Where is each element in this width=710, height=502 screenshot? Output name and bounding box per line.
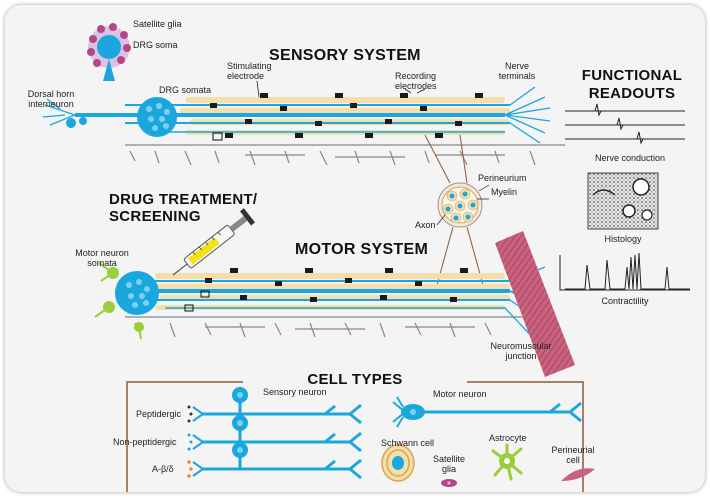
nerve-cross-section [437,182,483,228]
label-non-peptidergic: Non-peptidergic [113,437,177,447]
drug-treatment-line1: DRUG TREATMENT/ [109,191,258,208]
drug-treatment-line2: SCREENING [109,208,201,225]
sensory-substrate [125,144,565,166]
label-myelin: Myelin [491,187,518,197]
label-motor-neuron-line1: Motor neuron [75,248,129,258]
label-a-beta-delta: A-β/δ [152,464,174,474]
satellite-glia-icon [441,479,457,487]
label-nerve-conduction: Nerve conduction [594,153,666,163]
label-contractility: Contractility [601,296,649,306]
sensory-system-title: SENSORY SYSTEM [269,47,421,64]
label-stimulating-electrode: Stimulating electrode [227,61,272,81]
label-satellite-glia-line1: Satellite [432,454,466,464]
label-dorsal-horn-line1: Dorsal horn [27,89,75,99]
label-motor-neuron-line2: somata [87,258,117,268]
label-recording-line1: Recording [395,71,437,81]
label-satellite-glia-line2: glia [441,464,456,474]
label-stimulating-line1: Stimulating [227,61,272,71]
label-nerve-terminals-line1: Nerve [504,61,529,71]
label-nmj-line2: junction [505,351,537,361]
label-stimulating-line2: electrode [227,71,265,81]
nerve-conduction-trace [565,103,685,145]
schwann-cell-icon [381,444,415,482]
figure-frame: SENSORY SYSTEM MOTOR SYSTEM FUNCTIONAL R… [5,5,705,492]
functional-readouts-line2: READOUTS [588,85,676,102]
label-satellite-glia: Satellite glia [133,19,182,29]
label-perineurial-cell: Perineurial cell [545,445,601,465]
drg-soma-inset [87,23,131,81]
syringe [172,208,255,276]
motor-neuron-somata [93,261,159,340]
label-peptidergic: Peptidergic [136,409,182,419]
label-drg-somata: DRG somata [159,85,212,95]
label-schwann-cell: Schwann cell [381,438,435,448]
histology-image [587,172,659,230]
contractility-trace [559,252,690,291]
functional-readouts-line1: FUNCTIONAL [581,67,683,84]
astrocyte-icon [491,443,523,481]
label-motor-neuron: Motor neuron [433,389,487,399]
label-satellite-glia-cell: Satellite glia [429,454,469,474]
stimulating-electrode-pointer [256,80,260,98]
label-dorsal-horn-interneuron: Dorsal horn interneuron [19,89,83,109]
cell-types-box [126,381,584,492]
label-perineurial-line2: cell [566,455,580,465]
label-perineurial-line1: Perineurial [551,445,595,455]
functional-readouts-title: FUNCTIONAL READOUTS [572,67,692,103]
drg-somata-cluster [137,97,177,137]
label-dorsal-horn-line2: interneuron [28,99,74,109]
label-drg-soma: DRG soma [133,40,178,50]
sensory-neuron-icons [187,387,362,480]
muscle-fiber [495,231,575,377]
label-astrocyte: Astrocyte [489,433,527,443]
cell-types-title: CELL TYPES [307,371,403,388]
label-nerve-terminals-line2: terminals [498,71,536,81]
recording-electrode-pointer [404,88,426,94]
illustration [42,23,690,492]
label-axon: Axon [415,220,436,230]
motor-nerve-bundle [145,266,556,341]
motor-neuron-icon [392,396,582,428]
motor-substrate [125,316,545,338]
cross-section-pointers [436,184,490,226]
perineurial-cell-icon [561,468,595,481]
label-recording-electrodes: Recording electrodes [395,71,437,91]
drug-treatment-title: DRUG TREATMENT/ SCREENING [109,191,257,225]
dorsal-horn-interneuron-cells [66,117,87,128]
label-nerve-terminals: Nerve terminals [492,61,542,81]
label-neuromuscular-junction: Neuromuscular junction [481,341,561,361]
motor-system-title: MOTOR SYSTEM [295,241,429,258]
sensory-nerve-bundle [42,86,551,144]
label-perineurium: Perineurium [478,173,527,183]
label-nmj-line1: Neuromuscular [490,341,552,351]
label-histology: Histology [604,234,642,244]
label-motor-neuron-somata: Motor neuron somata [67,248,137,268]
label-sensory-neuron: Sensory neuron [263,387,327,397]
label-recording-line2: electrodes [395,81,437,91]
